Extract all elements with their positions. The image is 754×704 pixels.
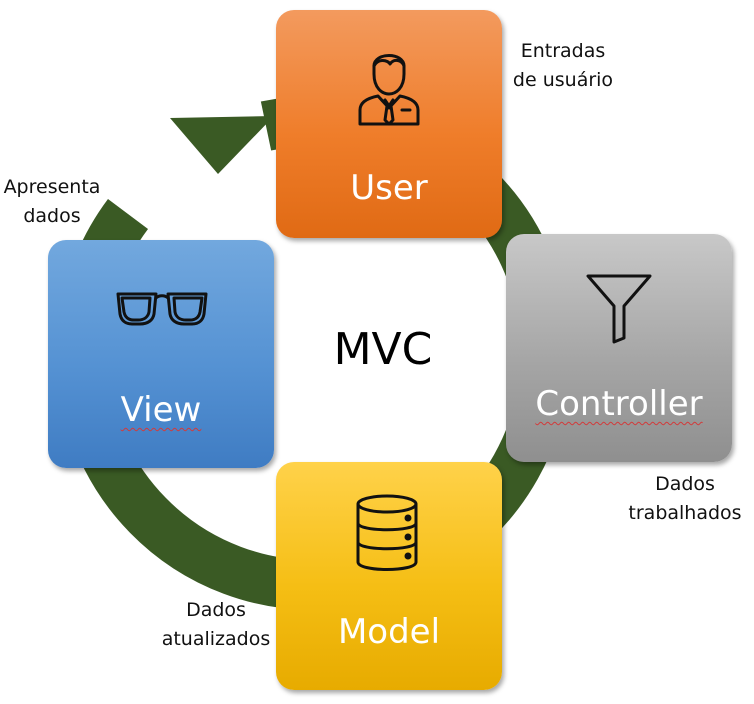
database-icon [354,494,420,577]
view-label: View [120,390,202,430]
user-label: User [350,168,428,208]
model-label: Model [337,612,441,652]
diagram-title: MVC [333,324,433,375]
user-node: User [276,10,502,238]
edge-label-controller-to-model: Dados trabalhados [628,473,742,524]
funnel-icon [584,272,654,349]
businessman-icon [354,44,424,131]
edge-label-model-to-view: Dados atualizados [161,599,271,650]
model-node: Model [276,462,502,690]
view-node: View [48,240,274,468]
cycle-arrowhead [170,116,274,174]
controller-node: Controller [506,234,732,462]
controller-label: Controller [535,384,703,424]
edge-label-view-to-user: Apresenta dados [3,176,101,227]
edge-label-user-to-controller: Entradas de usuário [512,40,614,91]
glasses-icon [116,288,208,333]
